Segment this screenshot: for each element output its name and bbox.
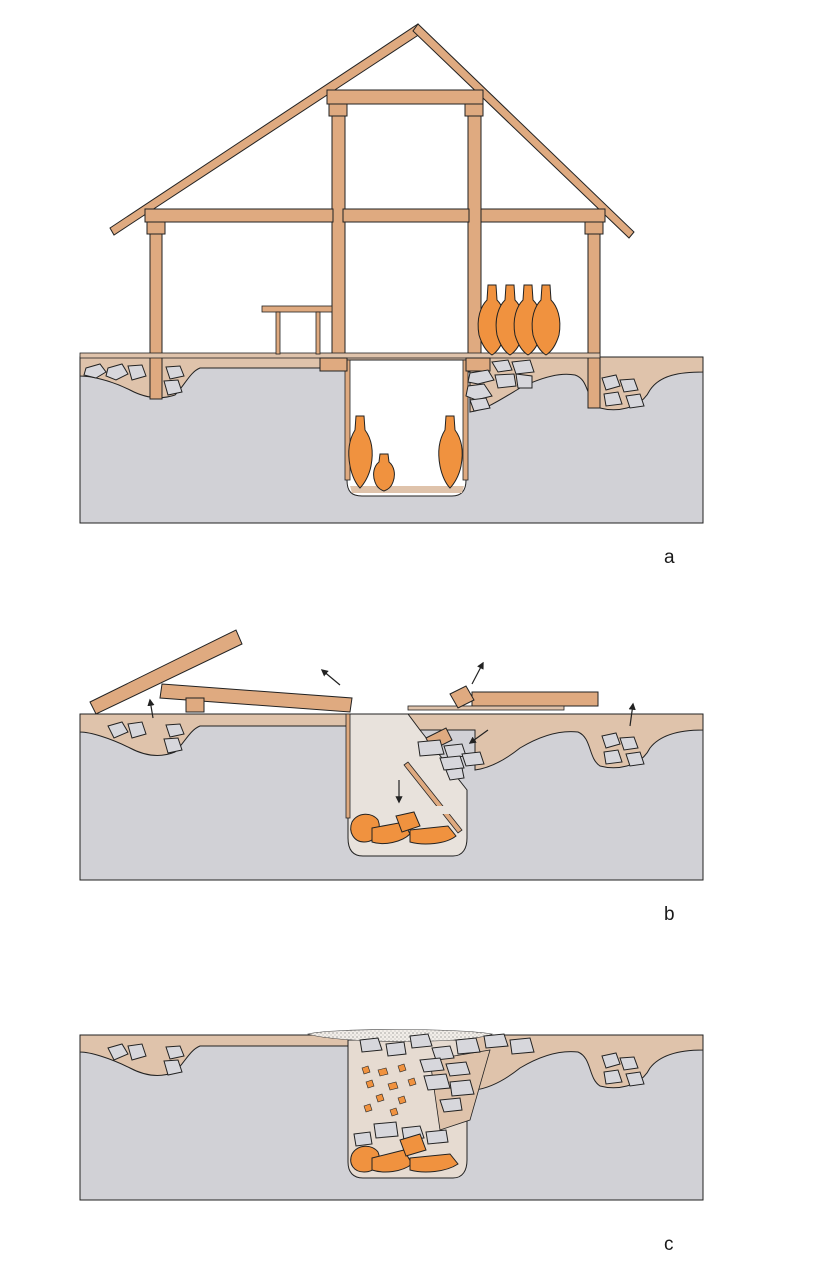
post-outer-right: [587, 233, 601, 409]
roof-left: [109, 23, 424, 236]
amphora-icon: [438, 415, 463, 489]
arrow-icon: [471, 661, 484, 685]
middle-beam-right: [480, 208, 606, 223]
panel-b: b: [79, 629, 704, 925]
stones-a-left: [83, 363, 185, 396]
stones-c: [107, 1033, 645, 1147]
amphora-group-pit: [348, 415, 463, 492]
plank-right: [471, 691, 599, 707]
amphora-debris-b: [350, 806, 458, 845]
cellar-pit: [346, 359, 467, 497]
table-leg-left: [275, 311, 281, 355]
amphora-group-shelf: [477, 284, 561, 356]
roof-plank-left: [89, 629, 243, 715]
table-leg-right: [315, 311, 321, 355]
post-center-left: [331, 115, 346, 361]
board-right: [407, 705, 565, 711]
top-cap-left: [328, 103, 348, 117]
soil-layer: [79, 356, 704, 413]
floor-board: [79, 352, 601, 359]
amphora-icon: [409, 1153, 459, 1173]
panel-label-a: a: [664, 547, 675, 568]
top-cap-right: [464, 103, 484, 117]
top-beam: [326, 89, 484, 105]
panel-a: a: [79, 23, 704, 568]
amphora-icon: [399, 1133, 427, 1157]
arrow-icon: [320, 669, 341, 686]
arrow-icon: [468, 729, 489, 744]
beam-fallen: [159, 683, 353, 713]
arrows-b: [147, 661, 636, 804]
post-cap-right: [584, 221, 604, 235]
pit-lining-right: [462, 359, 469, 481]
amphora-debris-c: [350, 1133, 459, 1173]
arrow-icon: [628, 702, 636, 727]
post-cap-left: [146, 221, 166, 235]
floor-joist-left: [319, 357, 348, 372]
table-top: [261, 305, 333, 313]
amphora-icon: [395, 811, 421, 833]
stones-b-right: [417, 732, 645, 781]
amphora-icon: [531, 284, 561, 356]
middle-beam-left: [144, 208, 334, 223]
amphora-icon: [409, 825, 457, 845]
soil-layer: [79, 1034, 704, 1091]
post-outer-left: [149, 233, 163, 400]
panel-label-b: b: [664, 904, 675, 925]
stones-b-left: [107, 721, 185, 754]
amphora-icon: [373, 453, 395, 492]
block-tilted-top: [449, 685, 475, 709]
soil-layer: [79, 713, 704, 771]
amphora-icon: [348, 415, 373, 489]
floor-joist-right: [465, 357, 491, 372]
middle-beam-center: [342, 208, 470, 223]
pit-floor: [350, 486, 464, 493]
sherds-c: [361, 1063, 417, 1117]
roof-right: [412, 23, 635, 239]
panel-label-c-visible: c: [664, 1234, 674, 1255]
stones-a-right: [465, 359, 645, 412]
panel-c: c c: [79, 1029, 704, 1255]
post-stub: [185, 697, 205, 713]
arrow-icon: [147, 698, 155, 719]
pit-lining-left: [345, 713, 351, 819]
